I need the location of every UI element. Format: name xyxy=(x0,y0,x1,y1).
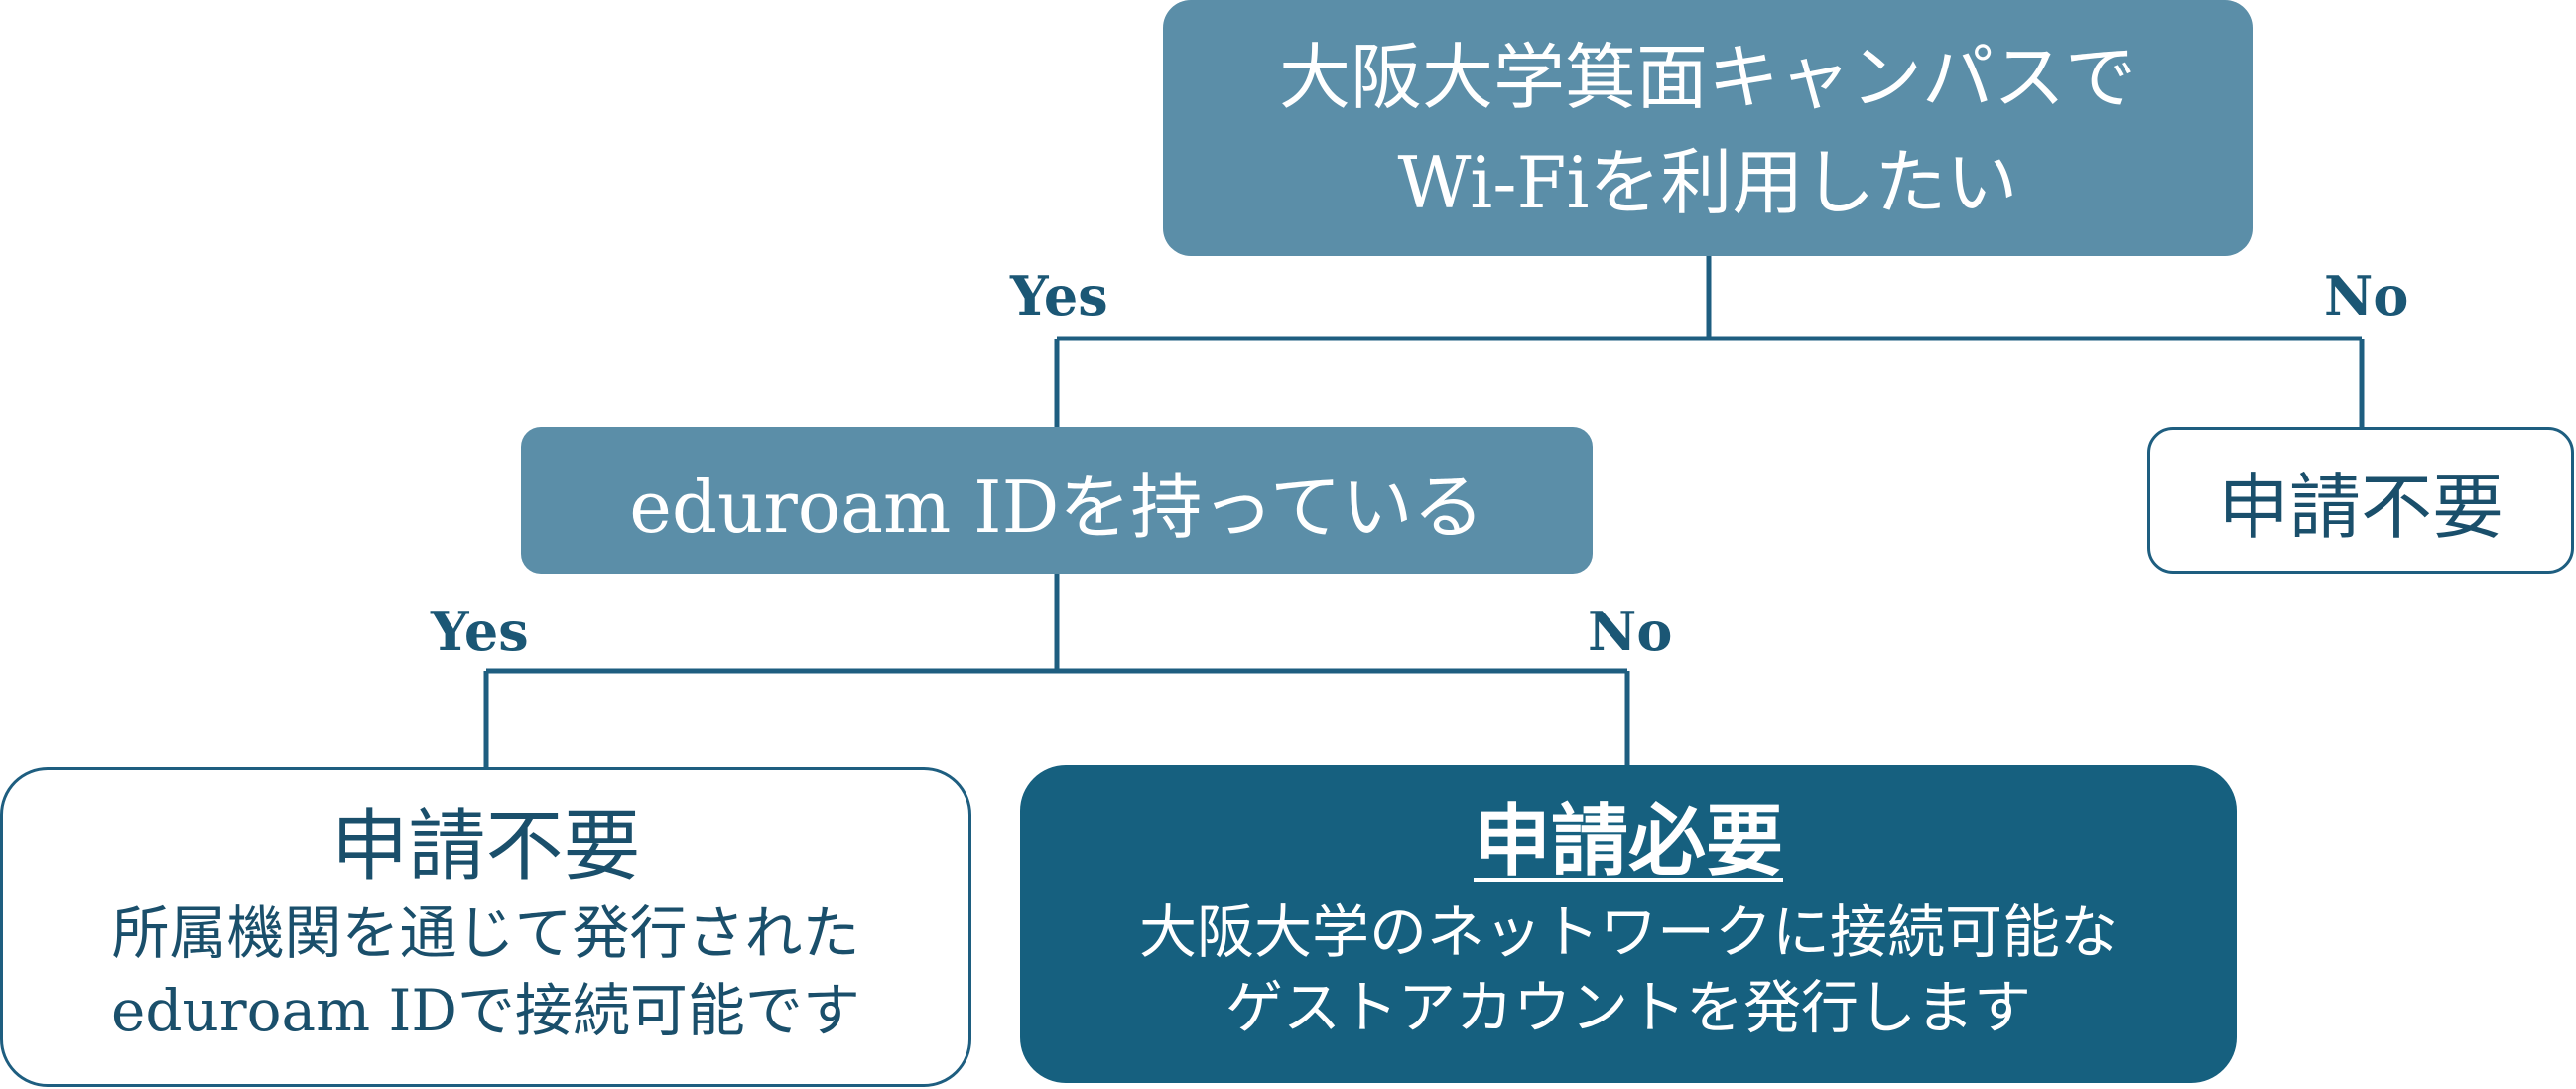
second-no-result-title: 申請必要 xyxy=(1473,796,1783,886)
second-question-box: eduroam IDを持っている xyxy=(521,427,1593,574)
root-no-label: No xyxy=(2324,264,2409,328)
root-question-line1: 大阪大学箕面キャンパスで xyxy=(1278,36,2136,119)
second-yes-result-line2: eduroam IDで接続可能です xyxy=(111,977,860,1044)
root-yes-label: Yes xyxy=(1010,264,1108,328)
second-yes-result-title: 申請不要 xyxy=(330,802,641,891)
second-no-result-line1: 大阪大学のネットワークに接続可能な xyxy=(1138,898,2118,966)
root-question-line2: Wi-Fiを利用したい xyxy=(1397,141,2018,224)
second-yes-result-box: 申請不要 所属機関を通じて発行された eduroam IDで接続可能です xyxy=(0,767,971,1087)
root-no-result-box: 申請不要 xyxy=(2147,427,2574,574)
second-no-result-box: 申請必要 大阪大学のネットワークに接続可能な ゲストアカウントを発行します xyxy=(1020,765,2237,1083)
second-yes-result-line1: 所属機関を通じて発行された xyxy=(111,899,860,967)
root-no-result-title: 申請不要 xyxy=(2217,465,2504,549)
second-no-label: No xyxy=(1588,600,1673,663)
second-yes-label: Yes xyxy=(431,600,529,663)
root-question-box: 大阪大学箕面キャンパスで Wi-Fiを利用したい xyxy=(1163,0,2253,256)
second-question-text: eduroam IDを持っている xyxy=(629,465,1484,549)
second-no-result-line2: ゲストアカウントを発行します xyxy=(1224,974,2031,1041)
